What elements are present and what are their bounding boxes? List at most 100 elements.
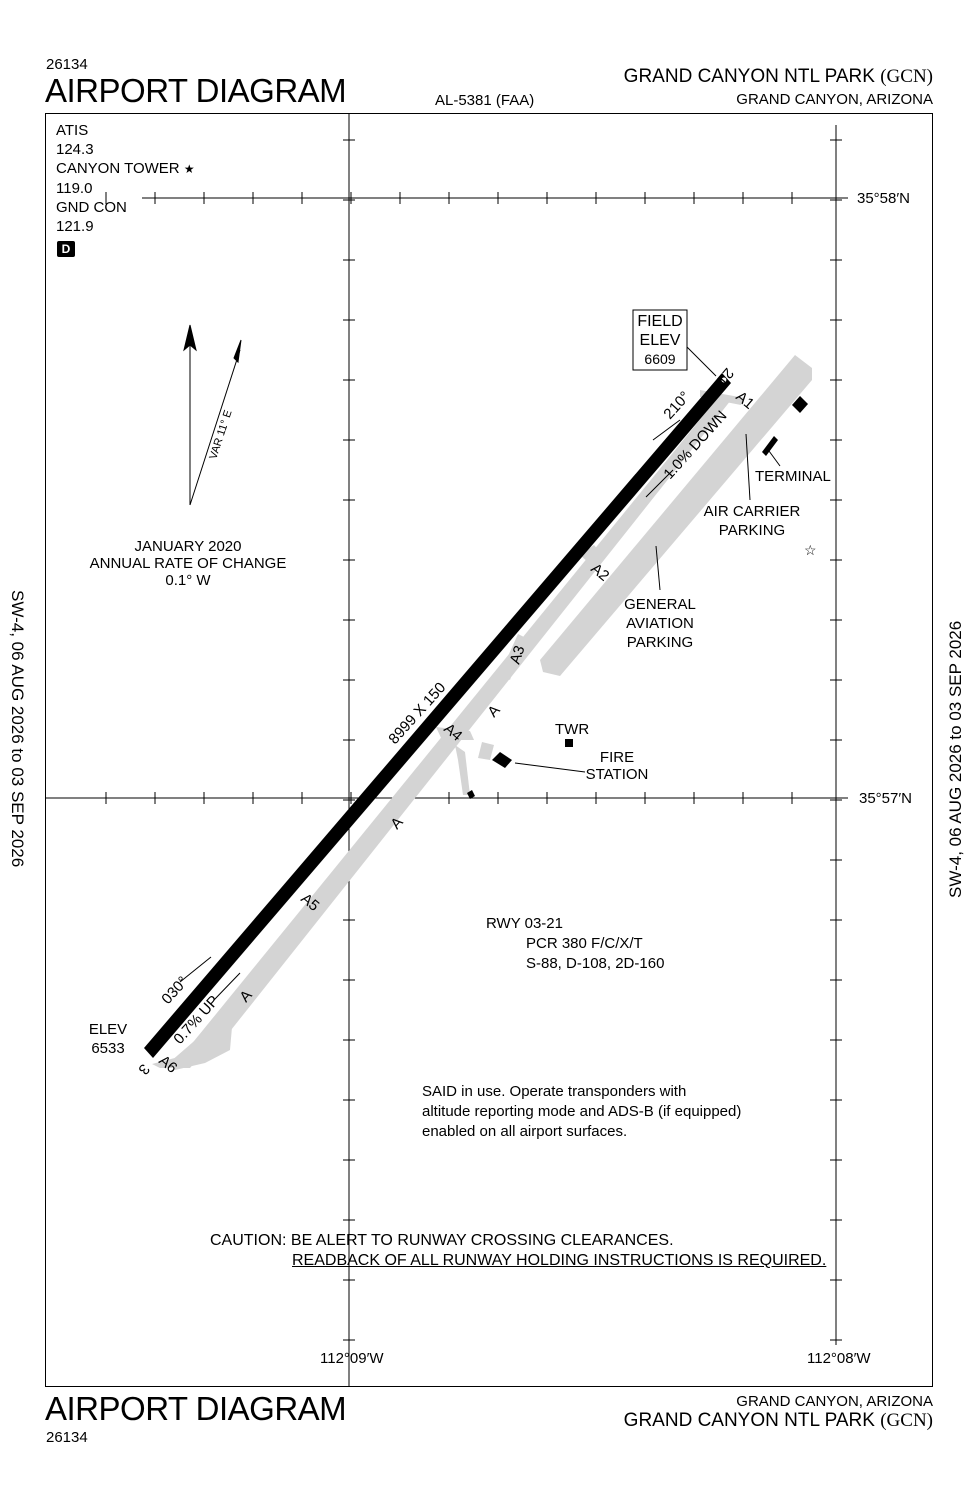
fire-station-label: FIRE STATION (584, 749, 650, 783)
terminal-label: TERMINAL (755, 468, 831, 485)
south-elevation: ELEV 6533 (86, 1020, 130, 1058)
fire-station-building (492, 752, 512, 768)
airport-name-header: GRAND CANYON NTL PARK (GCN) (624, 66, 933, 88)
chart-id: AL-5381 (FAA) (435, 92, 535, 109)
footer-airport: GRAND CANYON NTL PARK (GCN) (624, 1410, 933, 1432)
fire-station-leader (514, 762, 586, 773)
atis-frequency: 124.3 (56, 141, 94, 158)
field-elev-label1: FIELD (637, 313, 683, 330)
taxiway-a3 (500, 634, 524, 680)
heading-210-arrow (652, 419, 681, 441)
grid-lines (45, 113, 848, 1387)
runway-03-21 (144, 373, 731, 1058)
rwy-strength: S-88, D-108, 2D-160 (526, 955, 665, 972)
frequency-block: ATIS 124.3 CANYON TOWER ★ 119.0 GND CON … (56, 121, 195, 236)
tower-label: TWR (555, 721, 590, 738)
page-title: AIRPORT DIAGRAM (45, 72, 347, 109)
airport-code: (GCN) (880, 66, 933, 87)
caution-note: CAUTION: BE ALERT TO RUNWAY CROSSING CLE… (210, 1231, 826, 1271)
taxiway-a6 (152, 1050, 205, 1068)
caution-line1: CAUTION: BE ALERT TO RUNWAY CROSSING CLE… (210, 1232, 674, 1249)
terminal-leader (768, 450, 781, 467)
tower-frequency: 119.0 (56, 180, 93, 197)
magnetic-rate: 0.1° W (165, 572, 211, 589)
field-elevation: FIELD ELEV 6609 (633, 312, 687, 369)
caution-line2: READBACK OF ALL RUNWAY HOLDING INSTRUCTI… (292, 1252, 827, 1269)
magnetic-rate-block: JANUARY 2020 ANNUAL RATE OF CHANGE 0.1° … (86, 538, 290, 589)
d-atis-badge: D (57, 241, 75, 257)
runway-end-light (721, 377, 727, 383)
rwy-id: RWY 03-21 (486, 915, 563, 932)
small-building (467, 790, 475, 799)
south-elev-value: 6533 (91, 1040, 125, 1057)
said-line2: altitude reporting mode and ADS-B (if eq… (422, 1103, 742, 1120)
magnetic-date: JANUARY 2020 (134, 538, 242, 555)
runway-info: RWY 03-21 PCR 380 F/C/X/T S-88, D-108, 2… (486, 914, 664, 974)
taxiway-label-a-2: A (387, 814, 406, 833)
grid-ticks (105, 139, 842, 1341)
slope-down-arrow (645, 469, 674, 498)
taxiway-a5 (299, 908, 322, 925)
field-elev-box (632, 309, 688, 371)
ga-leader (655, 545, 661, 591)
atis-label: ATIS (56, 122, 89, 139)
south-elev-label: ELEV (88, 1021, 128, 1038)
magnetic-north-arrowhead (233, 339, 242, 364)
air-carrier-line1: AIR CARRIER (703, 503, 801, 520)
tower-row: CANYON TOWER ★ (56, 159, 195, 179)
ga-line1: GENERAL (624, 596, 696, 613)
air-carrier-leader (745, 433, 751, 501)
said-line1: SAID in use. Operate transponders with (422, 1083, 687, 1100)
footer-doc-number: 26134 (46, 1429, 88, 1446)
slope-up-arrow (213, 972, 241, 1001)
tower-label: CANYON TOWER (56, 160, 180, 177)
doc-number: 26134 (46, 56, 88, 73)
magnetic-north-line (189, 349, 241, 506)
fire-station-taxiway (455, 745, 470, 795)
air-carrier-label: AIR CARRIER PARKING (702, 502, 802, 540)
true-north-arrowhead (183, 324, 197, 352)
field-elev-value: 6609 (644, 351, 676, 367)
taxiway-label-a6: A6 (155, 1052, 180, 1077)
lat-north: 35°58′N (857, 190, 911, 207)
field-elev-label2: ELEV (639, 332, 681, 349)
taxiway-label-a-1: A (484, 702, 503, 721)
fire-line1: FIRE (599, 749, 635, 766)
magnetic-rate-label: ANNUAL RATE OF CHANGE (89, 555, 287, 572)
lat-south: 35°57′N (859, 790, 913, 807)
beacon-star-icon: ☆ (804, 542, 817, 558)
footer-location: GRAND CANYON, ARIZONA (736, 1393, 933, 1410)
fire-station-taxiway-2 (478, 742, 494, 760)
building-ne (792, 396, 808, 413)
footer-title: AIRPORT DIAGRAM (45, 1390, 347, 1427)
taxiway-label-a3: A3 (507, 644, 529, 667)
diagram-frame (45, 113, 933, 1387)
field-elev-pointer (686, 346, 717, 377)
lon-west: 112°09′W (320, 1350, 384, 1367)
runway-end-3: 3 (135, 1060, 153, 1077)
star-icon: ★ (183, 162, 195, 176)
gnd-label: GND CON (56, 199, 127, 216)
ga-line2: AVIATION (626, 615, 694, 632)
airport-name: GRAND CANYON NTL PARK (623, 66, 875, 87)
said-line3: enabled on all airport surfaces. (422, 1123, 628, 1140)
said-note: SAID in use. Operate transponders with a… (422, 1082, 741, 1142)
north-arrows (183, 324, 242, 506)
terminal-building (762, 436, 778, 456)
taxiway-a (190, 395, 731, 1054)
heading-030-arrow (179, 956, 212, 983)
footer-airport-code: (GCN) (880, 1410, 933, 1431)
apron (540, 355, 812, 676)
footer-airport-name: GRAND CANYON NTL PARK (623, 1410, 875, 1431)
rwy-pcr: PCR 380 F/C/X/T (526, 935, 643, 952)
location: GRAND CANYON, ARIZONA (736, 91, 933, 108)
lon-east: 112°08′W (807, 1350, 871, 1367)
taxiways-and-aprons (152, 355, 812, 1070)
air-carrier-line2: PARKING (718, 522, 786, 539)
variation-label: VAR 11° E (207, 409, 234, 461)
general-aviation-label: GENERAL AVIATION PARKING (614, 595, 706, 652)
ga-line3: PARKING (626, 634, 694, 651)
buildings (467, 396, 808, 799)
leader-lines (179, 419, 781, 1001)
